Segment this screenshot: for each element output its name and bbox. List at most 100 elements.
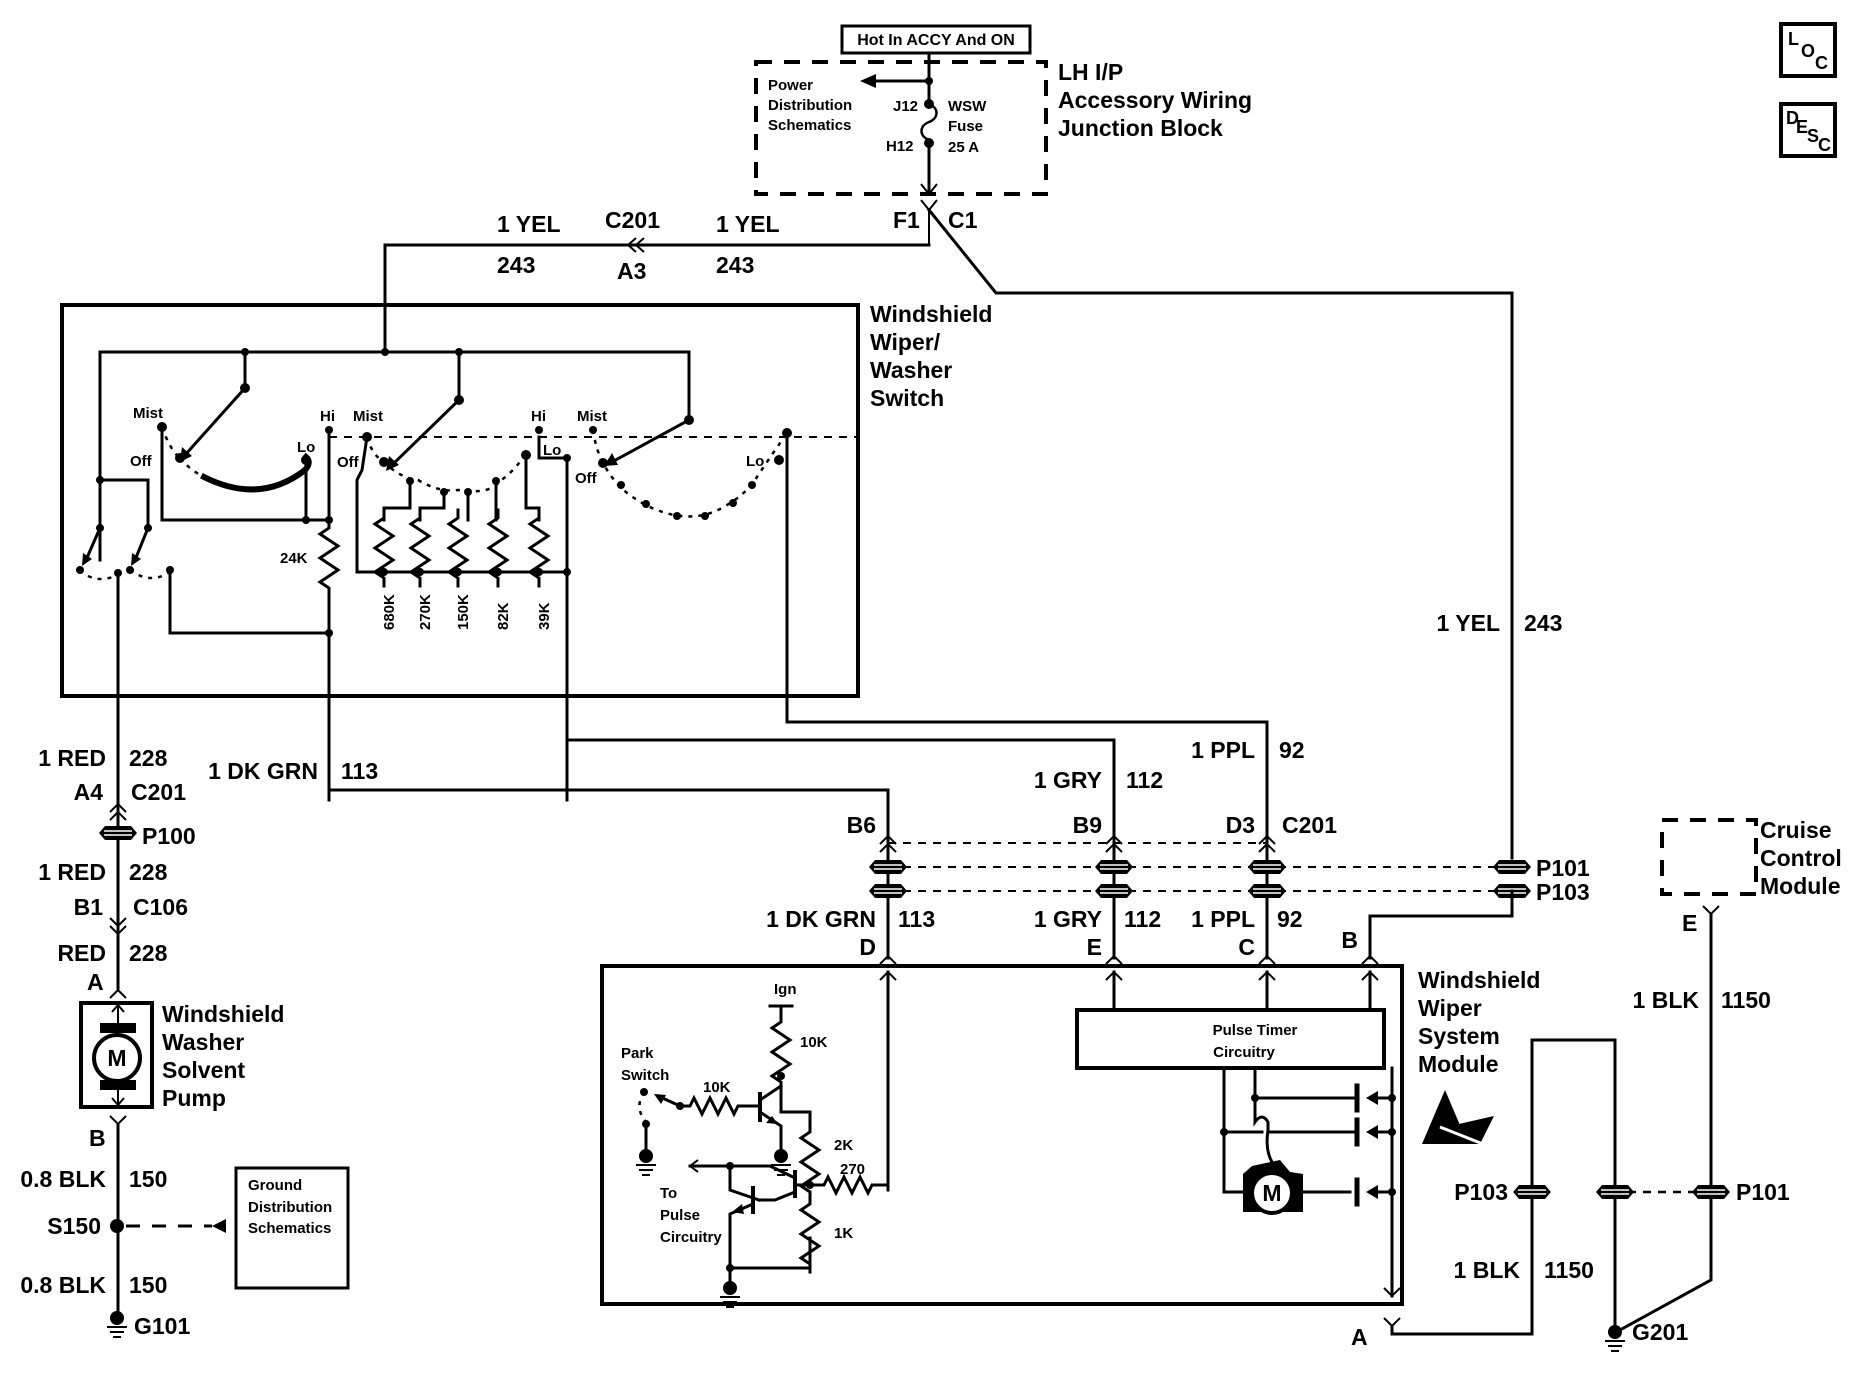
wiper-motor-label: M (1262, 1180, 1281, 1206)
wiper-washer-switch: Windshield Wiper/ Washer Switch Mist Off… (60, 301, 992, 822)
cruise-module-outline[interactable] (1660, 818, 1758, 896)
splice-s150: S150 (47, 1213, 101, 1239)
to-pulse-2: Pulse (660, 1207, 700, 1224)
loc-letter-l: L (1788, 29, 1799, 49)
pos-off-2: Off (337, 454, 360, 471)
pos-hi-2: Hi (531, 408, 546, 425)
pos-mist-1: Mist (133, 405, 163, 422)
ground-g201: G201 (1632, 1319, 1688, 1345)
esd-warning-icon (1422, 1090, 1494, 1148)
wire-color-yel-right: 1 YEL (716, 211, 780, 237)
wire-color-blk-150-1: 0.8 BLK (20, 1166, 106, 1192)
connector-b6-arrow-icon (879, 834, 897, 853)
feed-wire-243: 1 YEL 243 C201 A3 1 YEL 243 1 YEL 243 (383, 207, 1562, 860)
desc-button[interactable]: D E S C (1779, 102, 1837, 158)
wire-num-1150-top: 1150 (1721, 987, 1771, 1013)
passthrough-p100-icon (99, 826, 137, 840)
grommet-blk-mid-icon (1596, 1185, 1634, 1199)
pump-title-2: Washer (162, 1029, 244, 1055)
pos-lo-1: Lo (297, 439, 315, 456)
pin-b9: B9 (1073, 812, 1102, 838)
wire-num-243-right: 243 (716, 252, 754, 278)
pos-mist-2: Mist (353, 408, 383, 425)
grommet-p101-b9-icon (1095, 860, 1133, 874)
washer-pump-circuit: 1 RED 228 A4 C201 P100 1 RED 228 B1 C106… (20, 745, 350, 1339)
grommet-p101-d3-icon (1248, 860, 1286, 874)
passthrough-p101: P101 (1536, 855, 1590, 881)
wire-num-150-2: 150 (129, 1272, 167, 1298)
switch-outline (60, 303, 860, 698)
junction-block-title-1: LH I/P (1058, 59, 1123, 85)
pos-lo-3: Lo (746, 453, 764, 470)
fuse-pin-h12: H12 (886, 138, 914, 155)
module-b6-arrow-icon (879, 954, 897, 965)
pos-lo-2: Lo (543, 442, 561, 459)
cruise-title-1: Cruise (1760, 817, 1832, 843)
resistor-680k: 680K (381, 594, 398, 630)
connector-block: 1 DK GRN 113 1 GRY 112 1 PPL 92 B6 B9 D3… (208, 631, 1590, 965)
wiper-motor-icon (1243, 1160, 1303, 1215)
wire-color-ppl-bot: 1 PPL (1191, 906, 1255, 932)
resistor-39k: 39K (536, 602, 553, 630)
junction-block: Hot In ACCY And ON LH I/P Accessory Wiri… (754, 24, 1252, 245)
ground-dist-1: Ground (248, 1177, 302, 1194)
loc-button[interactable]: L O C (1779, 22, 1837, 78)
splice-s150-icon (110, 1219, 124, 1233)
power-dist-link-3[interactable]: Schematics (768, 117, 851, 134)
desc-letter-d: D (1786, 108, 1799, 128)
pump-pin-b: B (89, 1125, 106, 1151)
connector-f1: F1 (893, 207, 920, 233)
wire-num-243-left: 243 (497, 252, 535, 278)
passthrough-p101-ground: P101 (1736, 1179, 1790, 1205)
resistor-82k: 82K (495, 602, 512, 630)
wire-color-yel-down: 1 YEL (1437, 610, 1501, 636)
loc-letter-o: O (1801, 41, 1816, 61)
wire-num-243-down: 243 (1524, 610, 1562, 636)
grommet-p101-blk-icon (1692, 1185, 1730, 1199)
pos-off-3: Off (575, 470, 598, 487)
cruise-pin-e: E (1682, 910, 1697, 936)
resistor-270k: 270K (417, 594, 434, 630)
wire-color-blk-150-2: 0.8 BLK (20, 1272, 106, 1298)
pump-pin-a: A (87, 969, 104, 995)
to-pulse-3: Circuitry (660, 1229, 722, 1246)
washer-motor-icon (92, 1033, 142, 1083)
fuse-name-3: 25 A (948, 139, 979, 156)
hot-label-box (840, 24, 1032, 55)
pos-mist-3: Mist (577, 408, 607, 425)
pin-d3: D3 (1226, 812, 1255, 838)
resistor-2k: 2K (834, 1137, 853, 1154)
wire-num-228-1: 228 (129, 745, 168, 771)
grommet-p101-b6-icon (869, 860, 907, 874)
pos-hi-1: Hi (320, 408, 335, 425)
wire-num-112-bot: 112 (1124, 906, 1161, 932)
resistor-10k-b: 10K (703, 1079, 731, 1096)
switch-title-3: Washer (870, 357, 952, 383)
ground-g201-icon (1605, 1325, 1625, 1352)
connector-c106: C106 (133, 894, 188, 920)
connector-c201-block: C201 (1282, 812, 1337, 838)
connector-c201-washer: C201 (131, 779, 186, 805)
power-dist-link-2[interactable]: Distribution (768, 97, 852, 114)
switch-title-1: Windshield (870, 301, 992, 327)
power-dist-link-1[interactable]: Power (768, 77, 813, 94)
connector-pin-a4: A4 (74, 779, 104, 805)
passthrough-p103-ground: P103 (1454, 1179, 1508, 1205)
desc-letter-s: S (1807, 126, 1820, 146)
wire-num-150-1: 150 (129, 1166, 167, 1192)
connector-pin-a3: A3 (617, 258, 646, 284)
fuse-icon (920, 102, 938, 142)
grommet-p103-blk-icon (1513, 1185, 1551, 1199)
ground-g101-icon (107, 1311, 127, 1338)
pin-b: B (1341, 927, 1358, 953)
grommet-p103-d3-icon (1248, 884, 1286, 898)
pin-d: D (859, 934, 876, 960)
module-title-4: Module (1418, 1051, 1499, 1077)
wire-num-112-top: 112 (1126, 767, 1163, 793)
pin-e: E (1087, 934, 1102, 960)
ground-dist-box[interactable] (234, 1166, 350, 1290)
pulse-timer-box (1075, 1008, 1386, 1070)
fuse-name-2: Fuse (948, 118, 983, 135)
grommet-p103-b6-icon (869, 884, 907, 898)
